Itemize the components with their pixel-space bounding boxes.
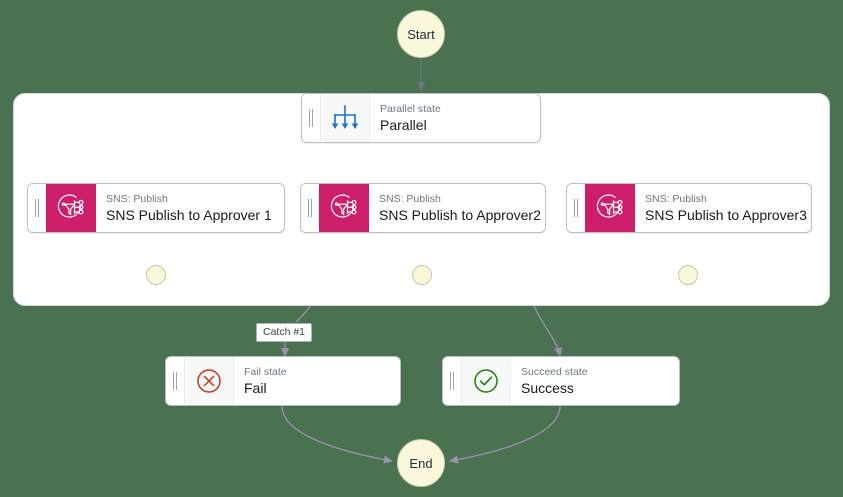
state-card-fail-labels: Fail state Fail xyxy=(234,357,400,405)
state-subtitle: SNS: Publish xyxy=(106,192,168,205)
circle-x-icon xyxy=(184,357,234,405)
branch-dot-3[interactable] xyxy=(678,265,698,285)
circle-check-icon xyxy=(461,357,511,405)
state-subtitle: Succeed state xyxy=(521,365,588,378)
state-title: SNS Publish to Approver2 xyxy=(379,206,541,223)
state-card-parallel-labels: Parallel state Parallel xyxy=(370,94,540,142)
state-subtitle: SNS: Publish xyxy=(645,192,707,205)
state-title: SNS Publish to Approver3 xyxy=(645,206,807,223)
state-card-parallel[interactable]: Parallel state Parallel xyxy=(301,93,541,143)
drag-handle[interactable] xyxy=(166,357,184,405)
state-card-sns3-labels: SNS: Publish SNS Publish to Approver3 xyxy=(635,184,811,232)
edge-fail-to-end xyxy=(281,405,394,464)
start-node[interactable]: Start xyxy=(397,10,445,58)
drag-handle[interactable] xyxy=(302,94,320,142)
state-card-fail[interactable]: Fail state Fail xyxy=(165,356,401,406)
state-subtitle: Parallel state xyxy=(380,102,441,115)
branch-dot-2[interactable] xyxy=(412,265,432,285)
drag-handle[interactable] xyxy=(443,357,461,405)
state-card-sns-publish-approver2[interactable]: SNS: Publish SNS Publish to Approver2 xyxy=(300,183,546,233)
catch-edge-label[interactable]: Catch #1 xyxy=(256,323,313,342)
state-title: Fail xyxy=(244,379,267,396)
sns-publish-icon xyxy=(46,184,96,232)
sns-publish-icon xyxy=(585,184,635,232)
end-node[interactable]: End xyxy=(397,439,445,487)
state-title: Parallel xyxy=(380,116,427,133)
state-subtitle: Fail state xyxy=(244,365,287,378)
drag-handle[interactable] xyxy=(301,184,319,232)
edge-success-to-end xyxy=(448,405,561,464)
state-card-sns-publish-approver3[interactable]: SNS: Publish SNS Publish to Approver3 xyxy=(566,183,812,233)
end-node-label: End xyxy=(409,455,433,471)
sns-publish-icon xyxy=(319,184,369,232)
state-card-success[interactable]: Succeed state Success xyxy=(442,356,680,406)
state-card-sns1-labels: SNS: Publish SNS Publish to Approver 1 xyxy=(96,184,284,232)
drag-handle[interactable] xyxy=(567,184,585,232)
start-node-label: Start xyxy=(407,26,435,42)
edge-parallel-group-to-catch xyxy=(295,305,311,323)
branch-dot-1[interactable] xyxy=(146,265,166,285)
state-title: Success xyxy=(521,379,574,396)
state-card-success-labels: Succeed state Success xyxy=(511,357,679,405)
state-card-sns-publish-approver-1[interactable]: SNS: Publish SNS Publish to Approver 1 xyxy=(27,183,285,233)
parallel-branch-icon xyxy=(320,94,370,142)
state-title: SNS Publish to Approver 1 xyxy=(106,206,272,223)
edge-parallel-group-to-success xyxy=(533,305,563,358)
state-subtitle: SNS: Publish xyxy=(379,192,441,205)
state-card-sns2-labels: SNS: Publish SNS Publish to Approver2 xyxy=(369,184,545,232)
drag-handle[interactable] xyxy=(28,184,46,232)
